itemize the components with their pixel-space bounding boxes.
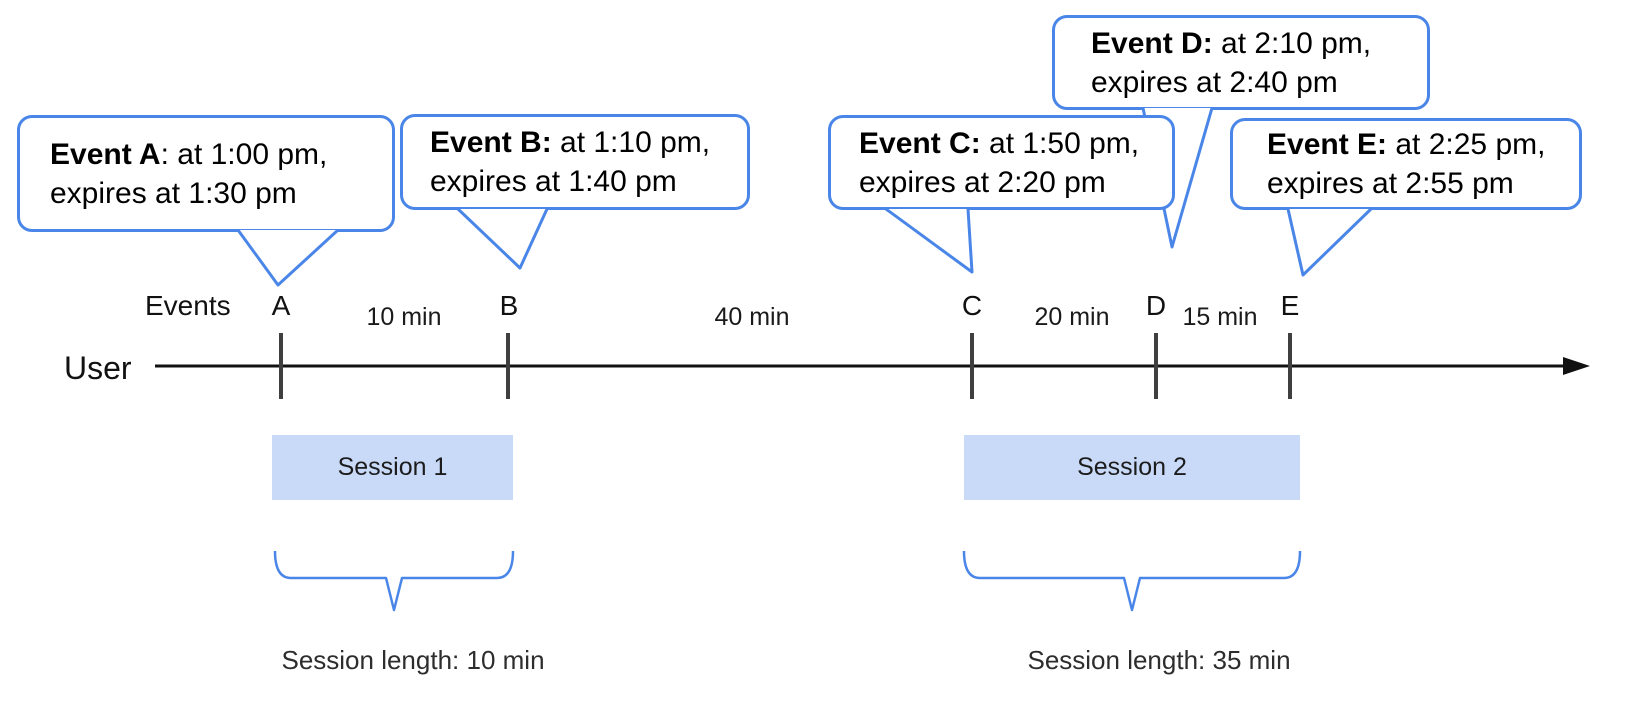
session-2-box: Session 2 [964, 435, 1300, 500]
event-label-e: E [1280, 290, 1300, 321]
interval-label-c-d: 20 min [1034, 303, 1110, 331]
event-label-a: A [271, 290, 291, 321]
bubble-b-line-1: Event B: at 1:10 pm, [430, 126, 711, 159]
bubble-c-line-1: Event C: at 1:50 pm, [859, 126, 1140, 160]
bubble-c-line-2: expires at 2:20 pm [859, 165, 1106, 199]
bubble-a-tail [236, 228, 340, 287]
event-label-c: C [961, 290, 983, 321]
bubble-a-line-2: expires at 1:30 pm [50, 176, 297, 210]
bubble-a-line-1: Event A: at 1:00 pm, [50, 137, 328, 171]
event-label-d: D [1145, 290, 1167, 321]
bubble-e-line-1: Event E: at 2:25 pm, [1267, 128, 1546, 161]
timeline-arrowhead-icon [1563, 357, 1590, 375]
session-2-label: Session 2 [1077, 453, 1187, 481]
bubble-c-tail [885, 207, 974, 274]
brace-session-1 [273, 550, 515, 612]
bubble-d-line-1: Event D: at 2:10 pm, [1091, 26, 1372, 60]
event-bubble-b: Event B: at 1:10 pm, expires at 1:40 pm [400, 114, 750, 210]
bubble-d-line-2: expires at 2:40 pm [1091, 65, 1338, 99]
event-label-b: B [499, 290, 519, 321]
bubble-e-line-2: expires at 2:55 pm [1267, 167, 1514, 200]
events-axis-label: Events [145, 290, 231, 321]
event-bubble-e: Event E: at 2:25 pm, expires at 2:55 pm [1230, 118, 1582, 210]
interval-label-b-c: 40 min [714, 303, 790, 331]
session-1-label: Session 1 [337, 453, 448, 481]
event-bubble-a: Event A: at 1:00 pm, expires at 1:30 pm [17, 115, 395, 232]
bubble-b-tail [456, 207, 549, 270]
session-1-box: Session 1 [272, 435, 513, 500]
interval-label-a-b: 10 min [366, 303, 442, 331]
interval-label-d-e: 15 min [1182, 303, 1258, 331]
event-bubble-c: Event C: at 1:50 pm, expires at 2:20 pm [828, 115, 1175, 210]
user-axis-label: User [64, 350, 132, 386]
bubble-e-tail [1286, 207, 1373, 277]
bubble-b-line-2: expires at 1:40 pm [430, 165, 677, 198]
session-2-length-label: Session length: 35 min [1027, 645, 1291, 675]
brace-session-2 [962, 550, 1302, 612]
event-bubble-d: Event D: at 2:10 pm, expires at 2:40 pm [1052, 15, 1430, 110]
session-1-length-label: Session length: 10 min [281, 645, 545, 675]
